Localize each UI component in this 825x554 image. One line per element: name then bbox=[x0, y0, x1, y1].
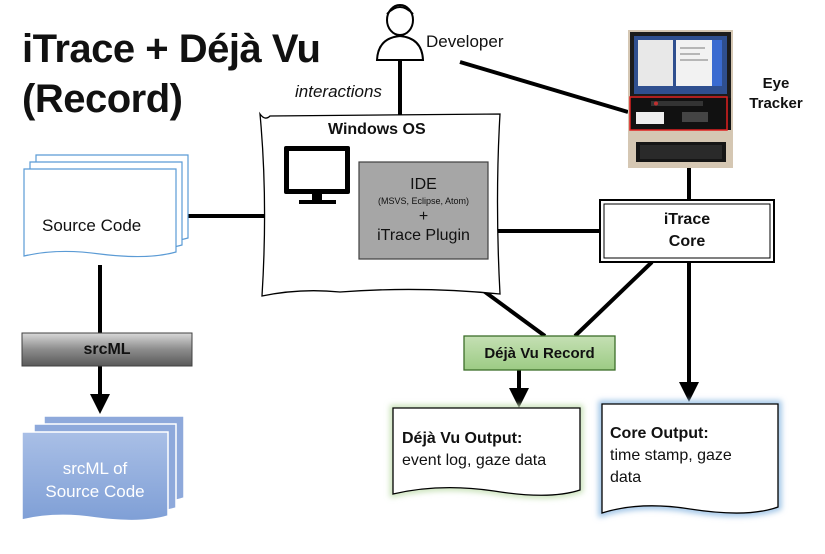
monitor-icon bbox=[284, 146, 350, 204]
itrace-core-line-2: Core bbox=[668, 233, 706, 250]
person-icon bbox=[375, 4, 425, 61]
source-code-label: Source Code bbox=[42, 216, 142, 235]
core-output-title: Core Output: bbox=[610, 425, 709, 442]
srcml-output-line-2: Source Code bbox=[45, 482, 145, 501]
ide-title: IDE bbox=[410, 176, 437, 193]
srcml-output-line-1: srcML of bbox=[62, 459, 128, 478]
eye-tracker-line-2: Tracker bbox=[749, 95, 803, 112]
windows-os-label: Windows OS bbox=[328, 121, 426, 138]
source-code-document bbox=[23, 154, 189, 258]
core-to-record-line bbox=[573, 260, 654, 338]
ide-subtitle: (MSVS, Eclipse, Atom) bbox=[377, 196, 470, 206]
srcml-output-label: srcML of Source Code bbox=[22, 455, 168, 505]
itrace-core-box bbox=[599, 199, 775, 263]
dejavu-output-detail: event log, gaze data bbox=[402, 452, 547, 469]
title-line-2: (Record) bbox=[22, 77, 183, 121]
dejavu-record-label: Déjà Vu Record bbox=[484, 344, 595, 362]
core-output-detail-2: data bbox=[610, 469, 642, 486]
itrace-core-line-1: iTrace bbox=[663, 211, 711, 228]
dejavu-output-document bbox=[392, 407, 581, 496]
ide-box-text: IDE (MSVS, Eclipse, Atom) + iTrace Plugi… bbox=[359, 162, 488, 259]
developer-to-tracker-line bbox=[459, 60, 629, 114]
core-output-text: Core Output: time stamp, gaze data bbox=[610, 423, 732, 489]
dejavu-output-text: Déjà Vu Output: event log, gaze data bbox=[402, 428, 546, 472]
srcml-label: srcML bbox=[83, 340, 131, 358]
srcml-output-document bbox=[21, 415, 185, 522]
interactions-label: interactions bbox=[295, 82, 382, 101]
srcml-bar bbox=[21, 332, 193, 367]
eye-tracker-photo bbox=[628, 30, 733, 168]
eye-tracker-line-1: Eye bbox=[762, 75, 790, 92]
ide-box bbox=[358, 161, 489, 260]
dejavu-output-title: Déjà Vu Output: bbox=[402, 430, 523, 447]
developer-label: Developer bbox=[426, 32, 504, 51]
title-line-1: iTrace + Déjà Vu bbox=[22, 27, 321, 71]
eye-tracker-label: Eye Tracker bbox=[736, 72, 816, 116]
itrace-core-label: iTrace Core bbox=[600, 200, 774, 262]
dejavu-record-box bbox=[463, 335, 616, 371]
ide-plugin-label: iTrace Plugin bbox=[377, 227, 470, 244]
diagram-title: iTrace + Déjà Vu (Record) bbox=[22, 24, 321, 124]
ide-plus: + bbox=[418, 208, 429, 225]
core-output-detail-1: time stamp, gaze bbox=[610, 447, 732, 464]
core-output-document bbox=[601, 403, 779, 514]
